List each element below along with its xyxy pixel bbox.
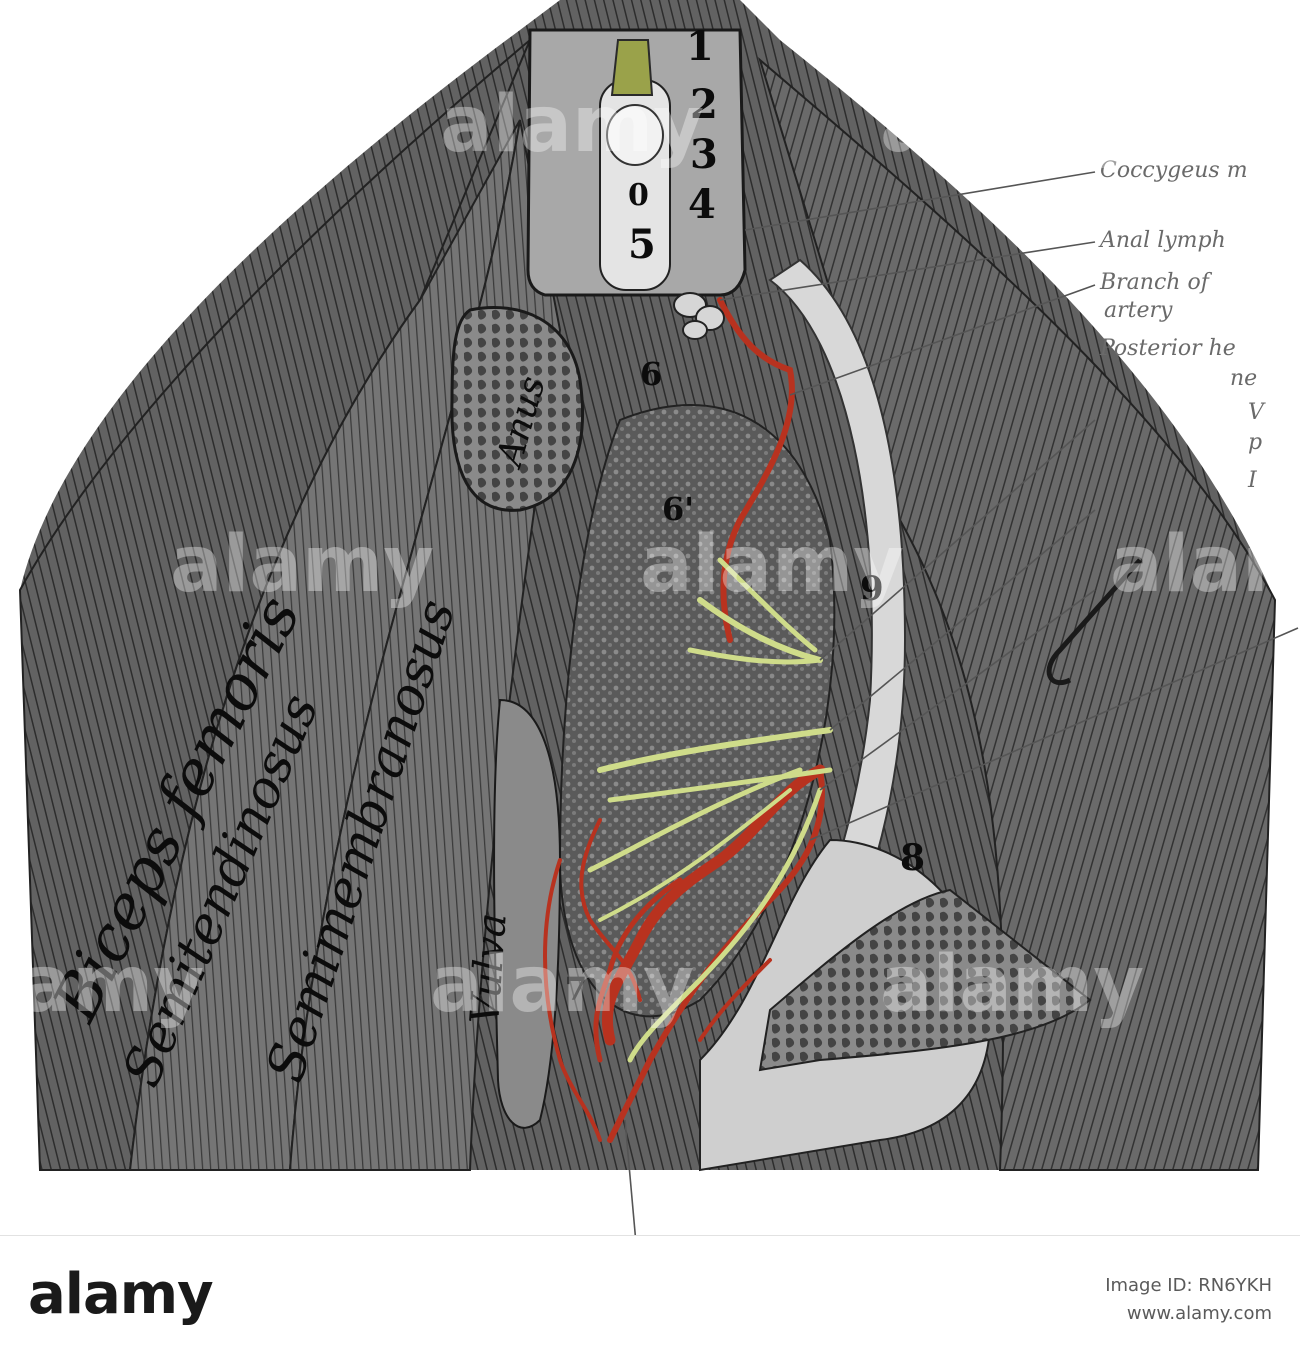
vulva-structure — [493, 698, 562, 1129]
numeral-4: 4 — [688, 181, 716, 228]
label-ne: ne — [1230, 366, 1258, 391]
alamy-logo: alamy — [28, 1262, 214, 1327]
label-in: I — [1248, 468, 1257, 493]
spinal-canal-ring — [606, 104, 664, 166]
footer-bar — [0, 1235, 1300, 1360]
gluteus-muscle — [758, 57, 1277, 1171]
label-artery: artery — [1104, 298, 1173, 323]
ischiorectal-fossa — [558, 404, 836, 1018]
numeral-9: 9 — [860, 569, 884, 609]
numeral-1: 1 — [686, 23, 714, 70]
label-vulva: Vulva — [462, 911, 516, 1025]
retractor-hook — [1046, 558, 1142, 686]
numeral-8: 8 — [900, 837, 925, 879]
image-id-text: Image ID: RN6YKH — [1105, 1275, 1272, 1296]
footer-info: Image ID: RN6YKH www.alamy.com — [1105, 1272, 1272, 1328]
label-p: p — [1248, 430, 1263, 455]
anal-canal — [450, 306, 584, 512]
label-leader-lines — [624, 171, 1299, 1235]
numeral-7: 7 — [565, 970, 587, 1008]
numeral-0: 0 — [628, 178, 649, 213]
numeral-3: 3 — [690, 131, 718, 178]
numeral-2: 2 — [690, 81, 718, 128]
cut-bone-surface — [758, 888, 1092, 1072]
label-posterior: Posterior he — [1100, 336, 1236, 361]
numeral-5: 5 — [628, 221, 656, 268]
perineum-dissection-figure: Biceps femoris Semitendinosus Semimembra… — [18, 0, 1299, 1235]
label-coccygeus: Coccygeus m — [1100, 158, 1248, 183]
label-branch-of: Branch of — [1100, 270, 1209, 295]
label-anal-lymph: Anal lymph — [1100, 228, 1226, 253]
site-url-text: www.alamy.com — [1126, 1302, 1272, 1324]
pudendal-nerves — [587, 557, 833, 1063]
numeral-6-prime: 6' — [662, 490, 694, 528]
sacral-nerve-root — [610, 39, 654, 96]
anal-lymph-nodes — [673, 292, 725, 340]
label-v: V — [1248, 400, 1264, 425]
numeral-6: 6 — [640, 355, 662, 393]
